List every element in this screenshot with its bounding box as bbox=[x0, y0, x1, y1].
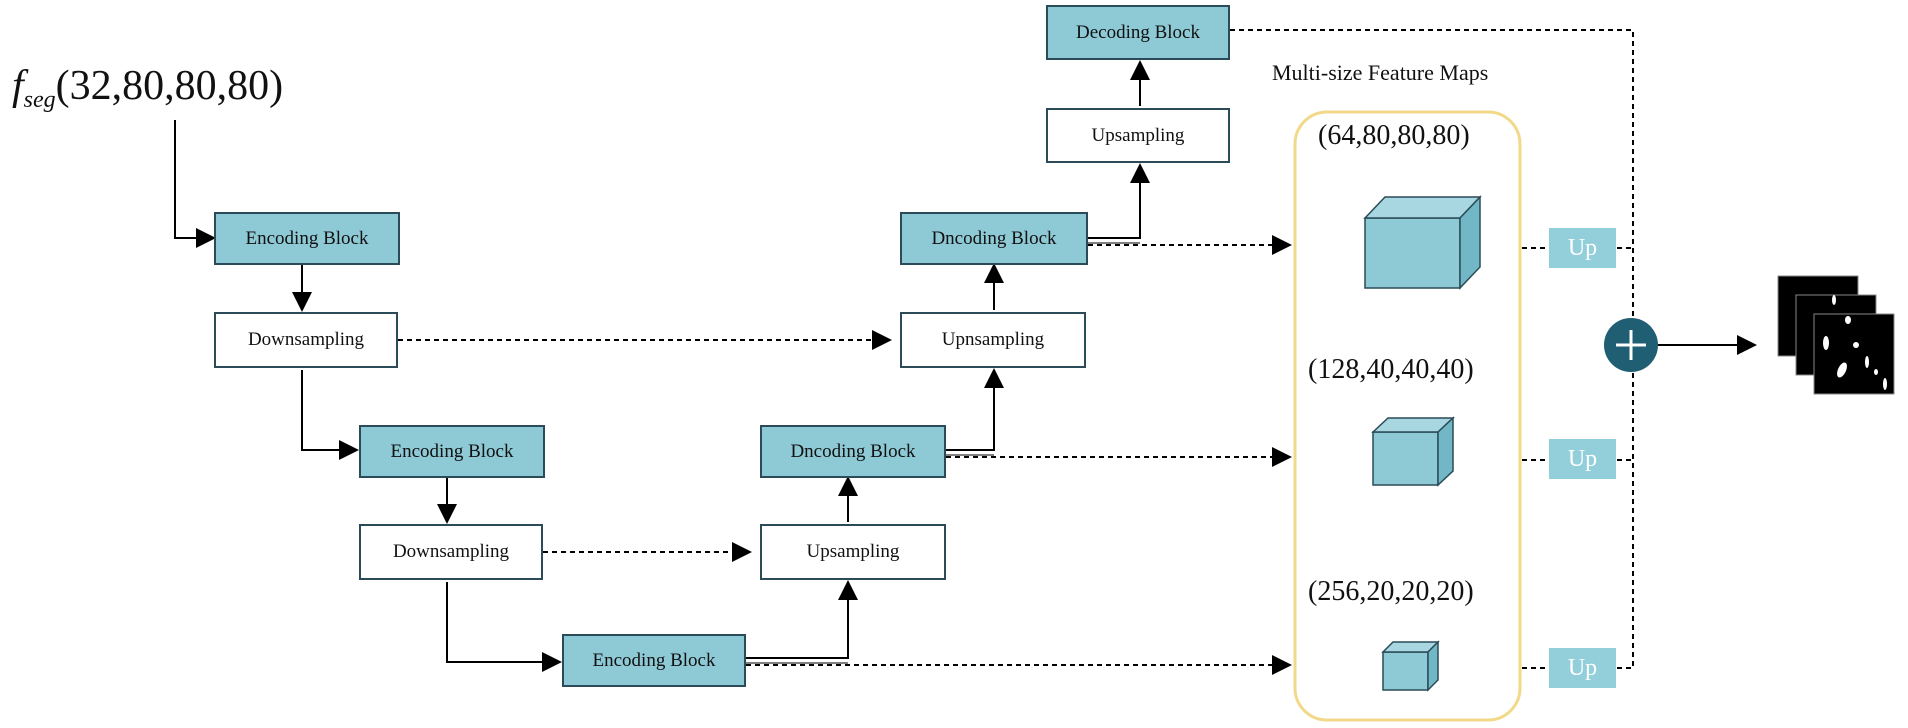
input-arrow bbox=[174, 120, 216, 248]
plus-icon bbox=[1604, 318, 1658, 372]
decc-to-sum bbox=[1230, 29, 1634, 318]
down1-to-enc2 bbox=[301, 370, 359, 460]
encoding-block-2: Encoding Block bbox=[359, 425, 545, 478]
enc3-to-upa bbox=[746, 580, 858, 659]
up-box-1: Up bbox=[1549, 228, 1616, 268]
deca-to-upb bbox=[946, 368, 1004, 451]
feature-maps-panel bbox=[1293, 110, 1522, 722]
down2-to-enc3 bbox=[446, 582, 562, 672]
downsampling-1: Downsampling bbox=[214, 312, 398, 368]
decoding-block-a: Dncoding Block bbox=[760, 425, 946, 478]
upsampling-c: Upsampling bbox=[1046, 108, 1230, 163]
upsampling-b: Upnsampling bbox=[900, 312, 1086, 368]
decoding-block-c: Decoding Block bbox=[1046, 5, 1230, 60]
shape-label-1: (64,80,80,80) bbox=[1318, 120, 1470, 151]
up-box-2: Up bbox=[1549, 439, 1616, 479]
decoding-block-b: Dncoding Block bbox=[900, 212, 1088, 265]
encoding-block-1: Encoding Block bbox=[214, 212, 400, 265]
cube-medium bbox=[1371, 416, 1455, 487]
cube-large bbox=[1363, 195, 1482, 290]
shape-label-3: (256,20,20,20) bbox=[1308, 576, 1474, 607]
input-label: fseg(32,80,80,80) bbox=[12, 63, 284, 113]
cube-small bbox=[1381, 640, 1440, 692]
downsampling-2: Downsampling bbox=[359, 524, 543, 580]
feature-maps-title: Multi-size Feature Maps bbox=[1272, 60, 1489, 85]
upsampling-a: Upsampling bbox=[760, 524, 946, 580]
encoding-block-3: Encoding Block bbox=[562, 634, 746, 687]
mask-highlights bbox=[1823, 295, 1887, 390]
up-box-3: Up bbox=[1549, 648, 1616, 688]
decb-to-upc bbox=[1088, 163, 1150, 239]
output-mask-stack bbox=[1777, 275, 1895, 395]
shape-label-2: (128,40,40,40) bbox=[1308, 354, 1474, 385]
